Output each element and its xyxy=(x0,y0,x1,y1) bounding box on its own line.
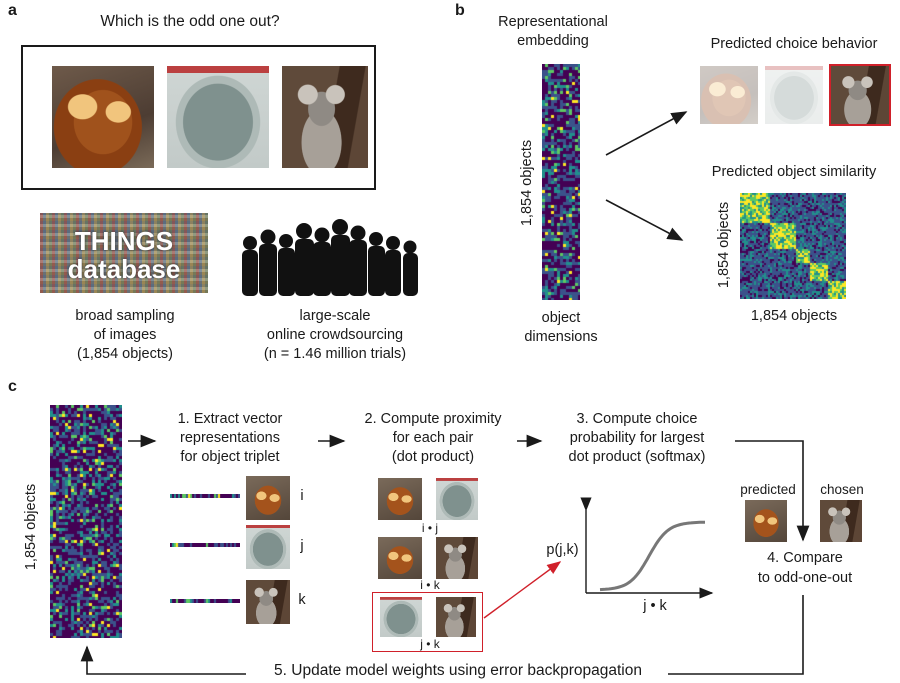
weight-matrix xyxy=(50,405,122,638)
plot-ylabel: p(j,k) xyxy=(546,542,579,558)
similarity-title: Predicted object similarity xyxy=(711,164,877,180)
chosen-label: chosen xyxy=(820,482,864,497)
dimensions-label-1: object xyxy=(541,310,581,326)
triplet-label-k: k xyxy=(298,592,306,608)
similarity-xlabel: 1,854 objects xyxy=(750,308,838,324)
panel-c-letter: c xyxy=(8,378,17,395)
step5-text: 5. Update model weights using error back… xyxy=(274,662,642,679)
pair-label-ij: i • j xyxy=(421,521,439,535)
embedding-title-2: embedding xyxy=(517,33,589,49)
step1-line1: 1. Extract vector xyxy=(177,411,283,427)
left-caption-2: of images xyxy=(93,327,157,343)
chosen-image xyxy=(820,500,862,542)
arrow-jk-to-plot xyxy=(483,561,562,619)
step4-line2: to odd-one-out xyxy=(757,570,853,586)
things-title-line1: THINGS xyxy=(74,226,174,256)
sigmoid-curve xyxy=(599,520,705,592)
step3-line2: probability for largest xyxy=(569,430,705,446)
left-caption-1: broad sampling xyxy=(75,308,175,324)
vector-j xyxy=(170,543,240,547)
step2-line1: 2. Compute proximity xyxy=(364,411,502,427)
faded-mat-image xyxy=(765,66,823,124)
pair-jk-highlight xyxy=(372,592,483,652)
vector-k xyxy=(170,599,240,603)
embedding-title-1: Representational xyxy=(498,14,608,30)
question-text: Which is the odd one out? xyxy=(100,13,280,30)
triplet-j-image xyxy=(246,525,290,569)
step1-line3: for object triplet xyxy=(180,449,280,465)
right-caption-1: large-scale xyxy=(299,308,371,324)
triplet-label-i: i xyxy=(300,488,304,504)
panel-b-letter: b xyxy=(455,2,465,19)
step3-line1: 3. Compute choice xyxy=(576,411,698,427)
vector-i xyxy=(170,494,240,498)
embedding-matrix xyxy=(542,64,580,300)
things-title-line2: database xyxy=(67,254,181,284)
crowd-silhouette xyxy=(242,219,418,296)
dimensions-label-2: dimensions xyxy=(524,329,598,345)
step2-line2: for each pair xyxy=(392,430,474,446)
panel-a-letter: a xyxy=(8,2,17,19)
koala-image xyxy=(282,66,368,168)
things-mosaic: THINGS database xyxy=(40,213,208,293)
triplet-i-image xyxy=(246,476,290,520)
plot-xlabel: j • k xyxy=(643,598,667,614)
pair-ik-image-2 xyxy=(436,537,478,579)
triplet-k-image xyxy=(246,580,290,624)
arrow-step4 xyxy=(735,440,810,542)
arrow-to-similarity xyxy=(605,199,684,241)
pair-ik-image-1 xyxy=(378,537,422,579)
predicted-image xyxy=(745,500,787,542)
pair-ij-image-2 xyxy=(436,478,478,520)
step3-line3: dot product (softmax) xyxy=(568,449,706,465)
triplet-frame xyxy=(21,45,376,190)
pretzel-image xyxy=(52,66,154,168)
arrow-to-choice xyxy=(605,111,688,156)
feedback-arrow-left xyxy=(80,645,246,675)
pair-jk-image-2 xyxy=(436,597,476,637)
left-caption-3: (1,854 objects) xyxy=(77,346,173,362)
step2-line3: (dot product) xyxy=(391,449,475,465)
right-caption-2: online crowdsourcing xyxy=(266,327,404,343)
pair-ij-image-1 xyxy=(378,478,422,520)
pair-jk-image-1 xyxy=(380,597,422,637)
triplet-label-j: j xyxy=(300,538,304,554)
doormat-image xyxy=(167,66,269,168)
choice-title: Predicted choice behavior xyxy=(710,36,878,52)
predicted-label: predicted xyxy=(740,482,796,497)
chosen-koala-image xyxy=(829,64,891,126)
feedback-line-right xyxy=(668,595,804,675)
step1-line2: representations xyxy=(180,430,280,446)
faded-pretzel-image xyxy=(700,66,758,124)
pair-label-ik: i • k xyxy=(420,578,440,592)
pair-label-jk: j • k xyxy=(420,637,440,651)
similarity-matrix xyxy=(740,193,846,299)
step4-line1: 4. Compare xyxy=(767,550,843,566)
right-caption-3: (n = 1.46 million trials) xyxy=(263,346,407,362)
